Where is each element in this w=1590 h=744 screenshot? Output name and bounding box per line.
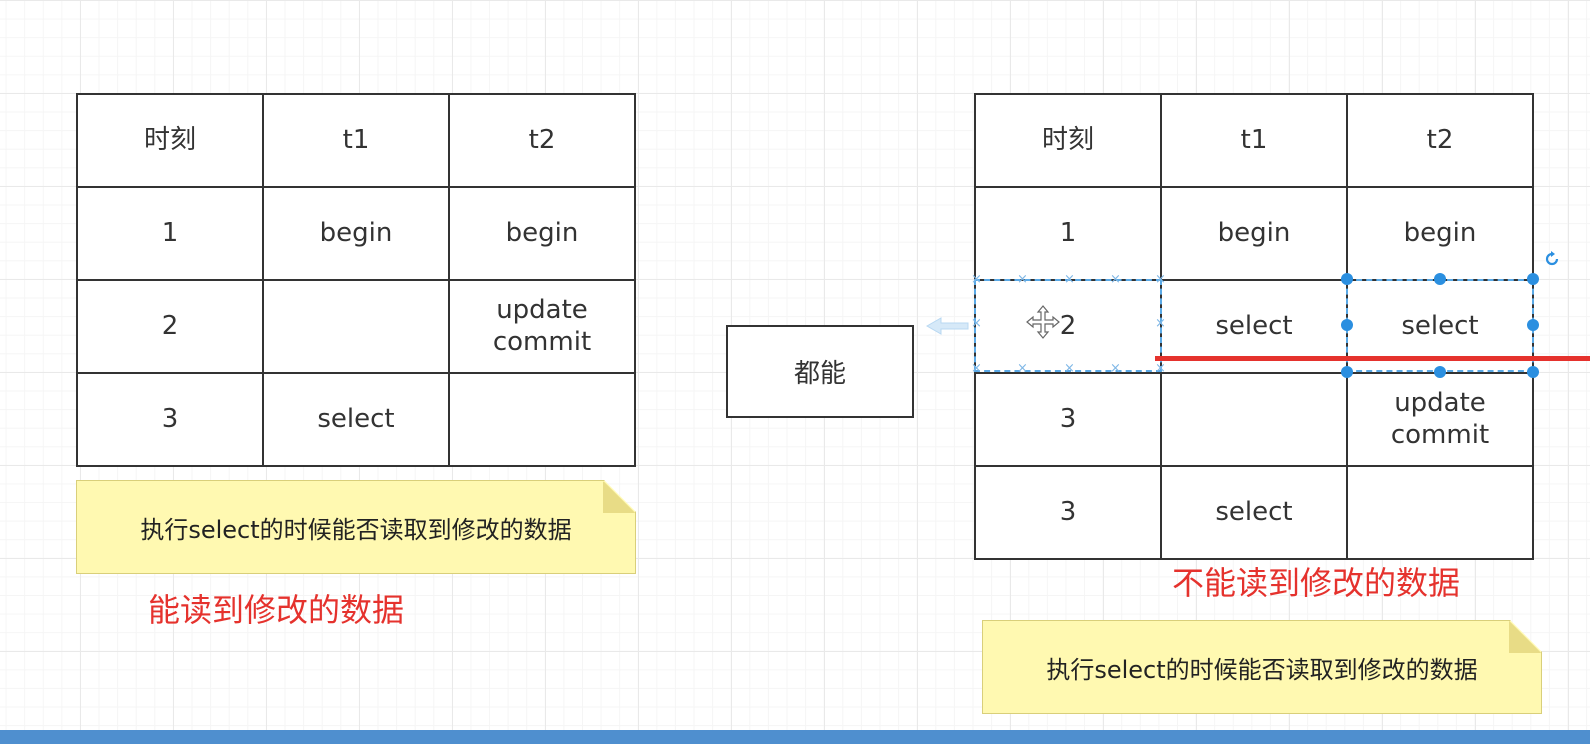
resize-handle[interactable] [1434, 273, 1446, 285]
table-cell[interactable]: 1 [974, 186, 1162, 281]
bottom-bar [0, 730, 1590, 744]
note-text: 执行select的时候能否读取到修改的数据 [140, 515, 572, 544]
resize-marker[interactable]: × [971, 272, 982, 287]
resize-marker[interactable]: × [1110, 361, 1121, 376]
right-sticky-note[interactable]: 执行select的时候能否读取到修改的数据 [982, 620, 1542, 714]
note-fold [1509, 621, 1541, 653]
table-cell[interactable]: 2 [974, 279, 1162, 374]
resize-marker[interactable]: × [1155, 361, 1166, 376]
table-cell[interactable]: 3 [76, 372, 264, 467]
table-cell[interactable]: select [262, 372, 450, 467]
resize-handle[interactable] [1341, 366, 1353, 378]
table-row: 1 begin begin [974, 186, 1534, 281]
resize-handle[interactable] [1527, 319, 1539, 331]
resize-marker[interactable]: × [1064, 272, 1075, 287]
center-box[interactable]: 都能 [726, 325, 914, 418]
table-cell[interactable]: 时刻 [76, 93, 264, 188]
resize-marker[interactable]: × [1155, 316, 1166, 331]
resize-marker[interactable]: × [1017, 361, 1028, 376]
table-cell[interactable]: begin [262, 186, 450, 281]
resize-handle[interactable] [1527, 366, 1539, 378]
table-row: 3 select [974, 465, 1534, 560]
table-cell[interactable] [448, 372, 636, 467]
table-row: 时刻 t1 t2 [974, 93, 1534, 188]
rotate-icon[interactable] [1543, 250, 1561, 268]
resize-handle[interactable] [1434, 366, 1446, 378]
center-box-text: 都能 [793, 359, 846, 389]
table-cell[interactable]: t1 [1160, 93, 1348, 188]
right-table[interactable]: 时刻 t1 t2 1 begin begin 2 select select 3… [974, 93, 1534, 560]
resize-marker[interactable]: × [1064, 361, 1075, 376]
resize-marker[interactable]: × [971, 361, 982, 376]
resize-handle[interactable] [1341, 319, 1353, 331]
table-cell[interactable]: t2 [1346, 93, 1534, 188]
resize-marker[interactable]: × [971, 316, 982, 331]
left-sticky-note[interactable]: 执行select的时候能否读取到修改的数据 [76, 480, 636, 574]
table-cell[interactable]: select [1160, 465, 1348, 560]
red-strike-line [1155, 356, 1590, 361]
note-text: 执行select的时候能否读取到修改的数据 [1046, 655, 1478, 684]
table-row: 2 update commit [76, 279, 636, 374]
resize-marker[interactable]: × [1155, 272, 1166, 287]
table-cell[interactable]: 3 [974, 465, 1162, 560]
move-icon [1026, 305, 1060, 339]
arrow-hint-icon [925, 317, 969, 335]
left-table[interactable]: 时刻 t1 t2 1 begin begin 2 update commit 3… [76, 93, 636, 467]
table-cell[interactable] [1160, 372, 1348, 467]
table-cell[interactable]: 时刻 [974, 93, 1162, 188]
table-cell[interactable]: t1 [262, 93, 450, 188]
table-cell[interactable]: 2 [76, 279, 264, 374]
table-cell[interactable]: begin [448, 186, 636, 281]
table-cell[interactable]: 3 [974, 372, 1162, 467]
table-cell[interactable] [262, 279, 450, 374]
table-row: 3 select [76, 372, 636, 467]
resize-marker[interactable]: × [1110, 272, 1121, 287]
table-row: 时刻 t1 t2 [76, 93, 636, 188]
left-red-label: 能读到修改的数据 [148, 591, 405, 629]
table-cell[interactable]: update commit [448, 279, 636, 374]
note-fold [603, 481, 635, 513]
resize-handle[interactable] [1341, 273, 1353, 285]
table-cell[interactable]: update commit [1346, 372, 1534, 467]
table-cell[interactable]: 1 [76, 186, 264, 281]
resize-handle[interactable] [1527, 273, 1539, 285]
table-row: 3 update commit [974, 372, 1534, 467]
table-cell[interactable]: begin [1160, 186, 1348, 281]
table-cell[interactable]: t2 [448, 93, 636, 188]
table-row: 1 begin begin [76, 186, 636, 281]
table-cell[interactable]: begin [1346, 186, 1534, 281]
table-cell[interactable] [1346, 465, 1534, 560]
resize-marker[interactable]: × [1017, 272, 1028, 287]
right-red-label: 不能读到修改的数据 [1172, 564, 1461, 602]
